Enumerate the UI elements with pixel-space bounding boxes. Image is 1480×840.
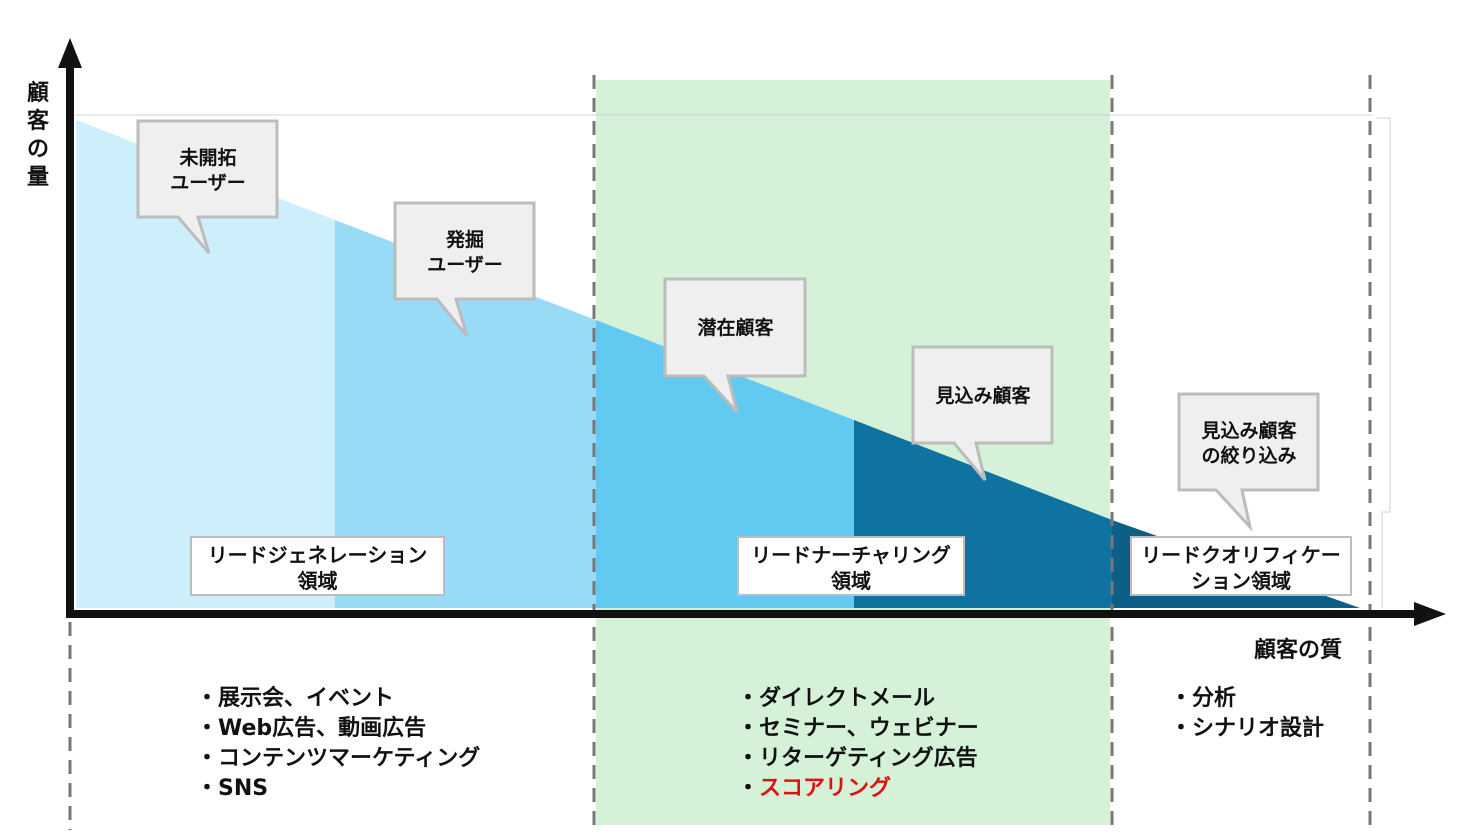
bubble-text-discovered: 発掘 ユーザー: [395, 228, 535, 278]
list-item: ・分析: [1170, 686, 1237, 711]
zone-label-generation: リードジェネレーション 領域: [190, 536, 445, 596]
bubble-discovered: [393, 201, 536, 337]
stage-label-line1: 見込み顧客: [935, 385, 1031, 407]
zone-label-line1: リードジェネレーション: [207, 543, 428, 567]
list-item: ・セミナー、ウェビナー: [737, 716, 979, 741]
bubble-unexplored: [136, 119, 279, 254]
list-item: ・ダイレクトメール: [737, 686, 936, 711]
plot-frame-right: [1376, 117, 1391, 608]
bubble-text-unexplored: 未開拓 ユーザー: [138, 146, 278, 196]
list-item: ・SNS: [196, 776, 269, 801]
list-item-highlight: ・スコアリング: [737, 774, 979, 804]
zone-label-line2: 領域: [297, 569, 338, 593]
zone-label-line2: 領域: [831, 569, 871, 593]
generation-methods-list: ・展示会、イベント ・Web広告、動画広告 ・コンテンツマーケティング ・SNS: [196, 684, 480, 804]
list-item: ・展示会、イベント: [196, 686, 395, 711]
x-axis-label: 顧客の質: [1254, 638, 1343, 663]
list-item: ・Web広告、動画広告: [196, 716, 427, 741]
zone-label-line1: リードナーチャリング: [751, 543, 951, 567]
zone-label-line1: リードクオリフィケー: [1141, 543, 1341, 567]
bubble-qualified: [1177, 392, 1320, 533]
bubble-text-prospect: 見込み顧客: [913, 384, 1053, 409]
stage-label-line1: 発掘: [445, 229, 484, 251]
zone-label-qualification: リードクオリフィケー ション領域: [1130, 536, 1352, 596]
bubble-text-qualified: 見込み顧客 の絞り込み: [1179, 419, 1319, 469]
x-axis-arrow: [1414, 602, 1446, 626]
list-bullet: ・: [737, 776, 760, 801]
scoring-highlight-text: スコアリング: [759, 776, 892, 801]
y-axis-label: 顧客の量: [26, 81, 49, 190]
stage-area-discovered: [335, 220, 596, 608]
nurturing-methods-list: ・ダイレクトメール ・セミナー、ウェビナー ・リターゲティング広告 ・スコアリン…: [737, 684, 979, 804]
zone-label-nurturing: リードナーチャリング 領域: [737, 536, 965, 596]
list-item: ・シナリオ設計: [1170, 716, 1325, 741]
stage-area-unexplored: [76, 120, 335, 608]
list-item: ・リターゲティング広告: [737, 746, 978, 771]
bubble-text-potential: 潜在顧客: [665, 316, 806, 341]
stage-label-line2: の絞り込み: [1201, 445, 1297, 467]
stage-label-line2: ユーザー: [170, 172, 246, 194]
qualification-methods-list: ・分析 ・シナリオ設計: [1170, 684, 1324, 744]
bubble-prospect: [911, 345, 1054, 481]
stage-label-line1: 潜在顧客: [697, 317, 774, 339]
zone-label-line2: ション領域: [1191, 569, 1291, 593]
bubble-potential: [663, 277, 807, 414]
stage-label-line1: 未開拓: [179, 147, 237, 169]
y-axis-arrow: [58, 38, 82, 68]
stage-label-line1: 見込み顧客: [1201, 420, 1297, 442]
stage-label-line2: ユーザー: [427, 254, 503, 276]
list-item: ・コンテンツマーケティング: [196, 746, 481, 771]
